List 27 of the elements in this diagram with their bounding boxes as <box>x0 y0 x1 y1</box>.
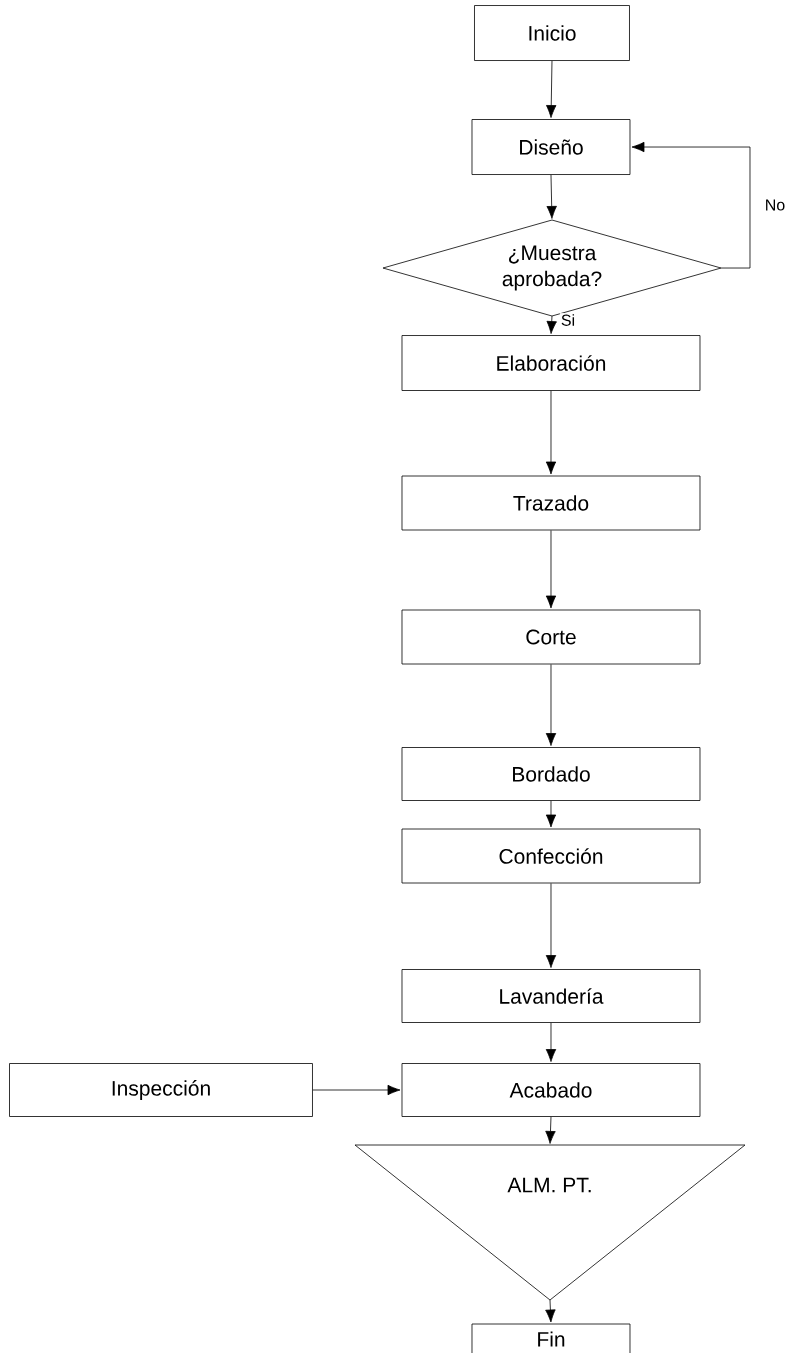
process-box: Confección <box>401 828 701 884</box>
process-box: Lavandería <box>401 969 701 1023</box>
process-box: Trazado <box>401 475 701 531</box>
arrow <box>545 1299 556 1323</box>
arrow <box>312 1084 401 1096</box>
arrow <box>545 883 557 968</box>
arrow <box>545 1022 557 1062</box>
arrow <box>631 141 751 269</box>
process-box: Elaboración <box>401 335 701 391</box>
arrow <box>545 800 557 828</box>
process-box: Acabado <box>401 1063 701 1117</box>
arrow <box>545 664 557 746</box>
edge-label: No <box>763 198 787 212</box>
arrow <box>546 174 557 219</box>
process-box: Inicio <box>474 5 630 61</box>
arrow <box>545 530 557 609</box>
arrow <box>545 1116 556 1144</box>
process-box: Bordado <box>401 747 701 801</box>
storage-triangle: ALM. PT. <box>354 1144 746 1301</box>
process-box: Fin <box>471 1323 631 1353</box>
edge-label: Si <box>559 313 577 327</box>
process-box: Inspección <box>9 1063 313 1117</box>
arrow <box>546 315 557 334</box>
arrow <box>546 60 557 118</box>
process-box: Diseño <box>471 119 631 175</box>
arrow <box>545 390 557 475</box>
process-box: Corte <box>401 609 701 665</box>
